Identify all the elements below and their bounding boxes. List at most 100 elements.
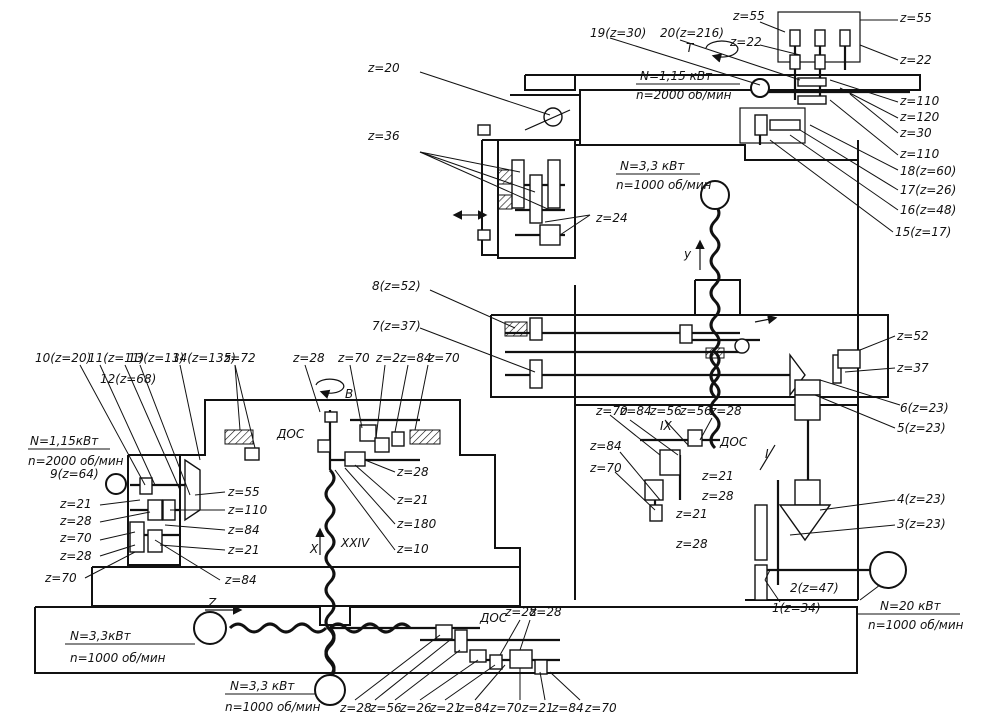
label-20: 20(z=216) [660,26,724,40]
label-11: 11(z=11) [88,351,144,365]
label-tbl-z28b: z=28 [396,465,429,479]
label-top-z55a: z=55 [732,9,765,23]
x-feed-motor [314,674,346,706]
label-2: 2(z=47) [790,581,839,595]
label-t: T [686,41,695,55]
label-13: 13(z=13) [128,351,184,365]
label-tbl-z10: z=10 [396,542,429,556]
label-tbl-z70b: z=70 [427,351,460,365]
label-z120: z=120 [899,110,940,124]
label-x: X [309,542,319,556]
motion-arrows [205,40,778,615]
label-10: 10(z=20) [35,351,91,365]
label-left-z28b: z=28 [59,549,92,563]
label-7: 7(z=37) [372,319,421,333]
label-tbl-z21: z=21 [396,493,429,507]
label-z110b: z=110 [899,147,940,161]
label-bot-z56: z=56 [369,701,402,715]
label-5: 5(z=23) [897,421,946,435]
label-motor4-speed: n=1000 об/мин [70,651,166,665]
label-left-z70b: z=70 [44,571,77,585]
label-motor3-speed: n=2000 об/мин [28,454,124,468]
label-b: В [345,387,353,401]
label-bot-z26: z=26 [399,701,432,715]
label-19: 19(z=30) [590,26,646,40]
label-left-z84b: z=84 [224,573,257,587]
label-mid-z56: z=56 [649,404,682,418]
label-mid-z84b: z=84 [589,439,622,453]
label-roman-ix: IX [660,419,673,433]
label-motor1-power: N=1,15 кВт [640,69,713,83]
label-9: 9(z=64) [50,467,99,481]
label-mid-z70b: z=70 [589,461,622,475]
label-top-z22a: z=22 [729,35,762,49]
label-roman-i: I [765,447,769,461]
label-6: 6(z=23) [900,401,949,415]
spindle-feed-motor [750,78,770,98]
label-tbl-z2: z=2 [375,351,400,365]
label-bot-z84b: z=84 [551,701,584,715]
vertical-feed-motor [700,180,730,210]
label-xxiv: XXIV [340,536,370,550]
label-3: 3(z=23) [897,517,946,531]
label-16: 16(z=48) [900,203,956,217]
label-mid-z21b: z=21 [675,507,708,521]
label-mid-z70: z=70 [595,404,628,418]
label-mid-z84: z=84 [619,404,652,418]
z-feed-motor [193,611,227,645]
label-bot-z28a: z=28 [504,605,537,619]
lead-screws [228,203,721,696]
label-14: 14(z=135) [172,351,236,365]
machine-frames [34,11,921,674]
label-bot-z21: z=21 [429,701,462,715]
motors [105,78,907,706]
label-top-z55b: z=55 [899,11,932,25]
label-dos2: ДОС [276,427,305,441]
label-left-z21b: z=21 [227,543,260,557]
label-tbl-z84: z=84 [399,351,432,365]
label-18: 18(z=60) [900,164,956,178]
label-dos3: ДОС [479,611,508,625]
label-motor1-speed: n=2000 об/мин [636,88,732,102]
label-z30: z=30 [899,126,932,140]
label-motor3-power: N=1,15кВт [30,434,99,448]
label-mid-z28b: z=28 [701,489,734,503]
label-bot-z70b: z=70 [584,701,617,715]
label-dos1: ДОС [719,435,748,449]
label-1: 1(z=34) [772,601,821,615]
labels: z=55 z=55 z=22 z=22 19(z=30) 20(z=216) T… [28,9,964,715]
label-y: y [683,247,692,261]
label-left-z70: z=70 [59,531,92,545]
label-z37: z=37 [896,361,929,375]
label-bot-z70: z=70 [489,701,522,715]
label-bot-z28b: z=28 [529,605,562,619]
label-tbl-z70: z=70 [337,351,370,365]
label-z52: z=52 [896,329,929,343]
label-motor-main-speed: n=1000 об/мин [868,618,964,632]
label-bot-z28c: z=28 [339,701,372,715]
label-mid-z21: z=21 [701,469,734,483]
label-bot-z84: z=84 [457,701,490,715]
label-z-axis: Z [207,596,217,610]
label-left-z110: z=110 [227,503,268,517]
label-15: 15(z=17) [895,225,951,239]
label-4: 4(z=23) [897,492,946,506]
label-z72: z=72 [223,351,256,365]
label-motor2-power: N=3,3 кВт [620,159,685,173]
table-motor [105,473,127,495]
label-8: 8(z=52) [372,279,421,293]
label-mid-z28: z=28 [709,404,742,418]
label-motor2-speed: n=1000 об/мин [616,178,712,192]
label-tbl-z180: z=180 [396,517,437,531]
label-z110a: z=110 [899,94,940,108]
label-motor4-power: N=3,3кВт [70,629,132,643]
leader-lines [79,19,901,701]
label-z36: z=36 [367,129,400,143]
label-motor-main-power: N=20 кВт [880,599,942,613]
label-left-z84: z=84 [227,523,260,537]
label-17: 17(z=26) [900,183,956,197]
label-z24: z=24 [595,211,628,225]
label-left-z28: z=28 [59,514,92,528]
label-mid-z28c: z=28 [675,537,708,551]
